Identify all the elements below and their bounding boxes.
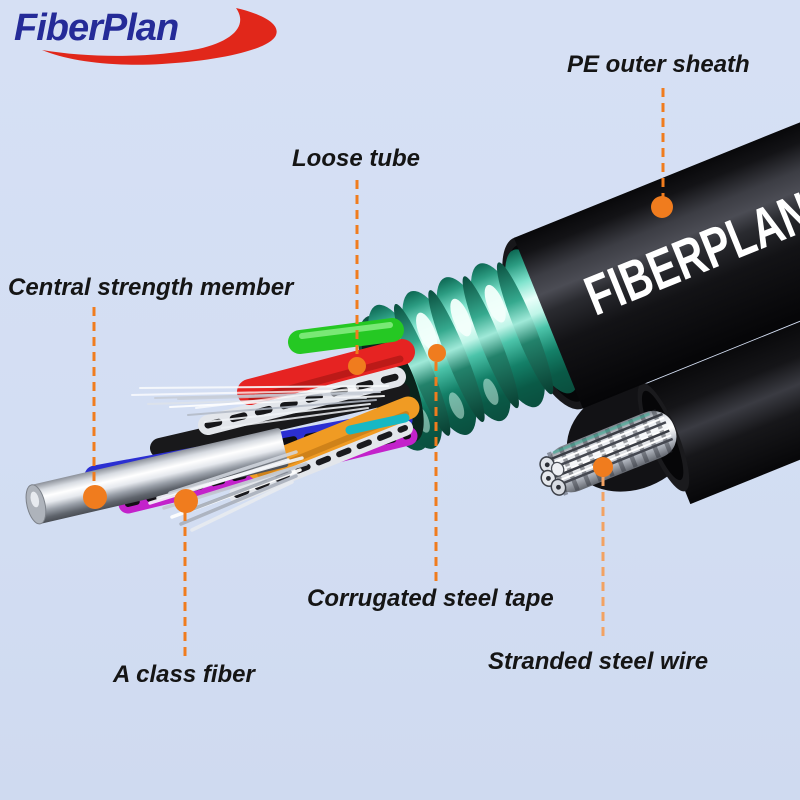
stranded-steel-wire-graphic [539,406,680,496]
logo: FiberPlan [14,5,304,75]
tube-stripe [204,373,400,429]
label-corrugated-steel-tape: Corrugated steel tape [307,585,554,612]
label-central-strength-member: Central strength member [8,274,294,301]
loose-tube-green [288,318,404,354]
label-loose-tube: Loose tube [292,145,421,172]
logo-swoosh-icon [42,8,277,65]
fiber-bundle-upper-graphic [131,385,389,429]
label-stranded-steel-wire: Stranded steel wire [488,648,709,675]
tube-highlight [299,322,393,339]
label-a-class-fiber: A class fiber [113,661,255,688]
loose-tube-cyan [345,413,410,435]
loose-tube-red [237,339,415,405]
pe-outer-sheath-graphic: FIBERPLAN [513,50,800,409]
label-pe-outer-sheath: PE outer sheath [567,51,750,78]
logo-text: FiberPlan [14,7,179,49]
